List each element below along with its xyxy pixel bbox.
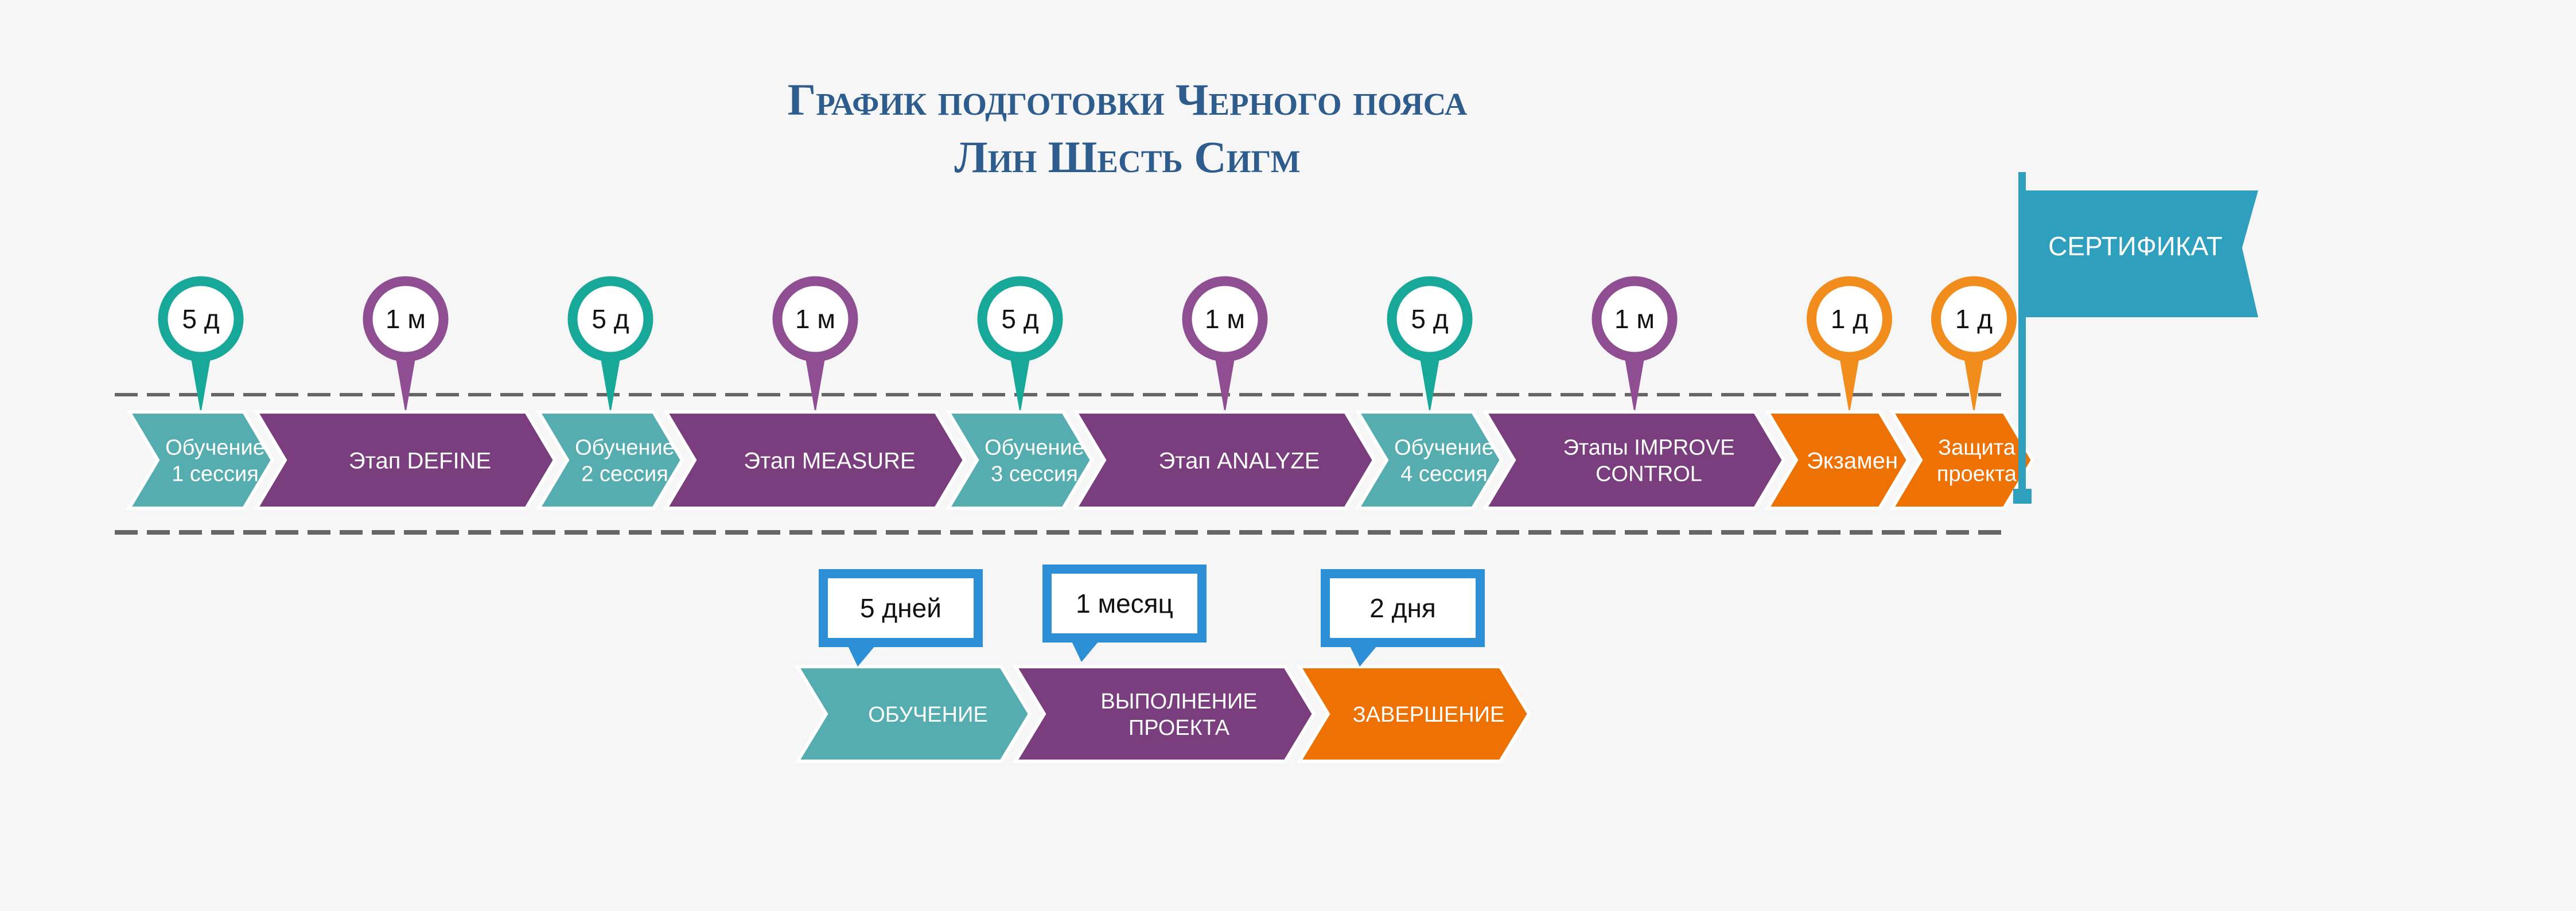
stage-label: Этап ANALYZE — [1159, 448, 1320, 473]
duration-pin: 5 д — [158, 276, 244, 414]
legend-label: ОБУЧЕНИЕ — [868, 703, 988, 727]
legend-chevron — [1012, 665, 1316, 763]
callout-duration-label: 5 дней — [860, 593, 941, 623]
pin-duration-label: 1 м — [1205, 304, 1245, 334]
pin-duration-label: 5 д — [1411, 304, 1448, 334]
chevron-shape — [1355, 410, 1504, 510]
stage-label: 4 сессия — [1400, 462, 1488, 486]
pin-circle — [977, 276, 1063, 362]
duration-pin: 1 м — [363, 276, 449, 414]
legend-label: ЗАВЕРШЕНИЕ — [1353, 703, 1505, 727]
certificate-flag: СЕРТИФИКАТ — [2013, 172, 2258, 504]
stage-label: Этапы IMPROVE — [1563, 436, 1734, 460]
pin-duration-label: 1 м — [795, 304, 835, 334]
callout-duration-label: 2 дня — [1369, 593, 1436, 623]
duration-pin: 1 д — [1807, 276, 1892, 414]
stage-chevron: Этап DEFINE — [253, 410, 557, 510]
pin-circle — [772, 276, 858, 362]
pin-circle — [1182, 276, 1268, 362]
legend-callout: 2 дня — [1321, 569, 1485, 667]
chevron-shape — [253, 410, 557, 510]
legend-label: ПРОЕКТА — [1129, 716, 1230, 740]
chevron-shape — [1482, 410, 1786, 510]
pin-circle — [1387, 276, 1473, 362]
pin-duration-label: 5 д — [1001, 304, 1038, 334]
stage-label: Обучение — [165, 436, 265, 460]
legend-callout: 5 дней — [819, 569, 983, 667]
pin-circle — [363, 276, 449, 362]
pin-duration-label: 5 д — [182, 304, 219, 334]
pin-circle — [158, 276, 244, 362]
chevron-shape — [1764, 410, 1910, 510]
stage-label: Защита — [1938, 436, 2016, 460]
stage-label: Этап MEASURE — [744, 448, 915, 473]
pin-circle — [1807, 276, 1892, 362]
callout-duration-label: 1 месяц — [1076, 589, 1173, 618]
callout-box — [1042, 564, 1207, 643]
stage-label: 1 сессия — [172, 462, 259, 486]
chevron-shape — [663, 410, 967, 510]
legend-label: ВЫПОЛНЕНИЕ — [1100, 690, 1257, 714]
callout-box — [819, 569, 983, 647]
pin-duration-label: 1 д — [1955, 304, 1993, 334]
legend-item: ЗАВЕРШЕНИЕ 2 дня — [1296, 569, 1531, 763]
duration-pin: 1 м — [1182, 276, 1268, 414]
stage-label: Обучение — [985, 436, 1084, 460]
stage-chevron: Этап ANALYZE — [1072, 410, 1376, 510]
stage-label: Экзамен — [1807, 448, 1898, 473]
stage-chevron: Экзамен — [1764, 410, 1910, 510]
stage-chevron: Этап MEASURE — [663, 410, 967, 510]
duration-pin: 5 д — [567, 276, 653, 414]
stage-label: проекта — [1937, 462, 2017, 486]
callout-tail — [1348, 643, 1380, 667]
duration-pin: 5 д — [1387, 276, 1473, 414]
flag-base — [2013, 489, 2032, 504]
duration-pin: 5 д — [977, 276, 1063, 414]
pin-duration-label: 1 м — [1614, 304, 1655, 334]
pin-duration-label: 5 д — [592, 304, 629, 334]
duration-pin: 1 м — [1591, 276, 1678, 414]
duration-pin: 1 м — [772, 276, 858, 414]
stage-label: CONTROL — [1596, 462, 1702, 486]
page-title: График подготовки Черного пояса — [787, 75, 1468, 124]
pin-duration-label: 1 м — [386, 304, 426, 334]
pin-circle — [1591, 276, 1678, 362]
pin-duration-label: 1 д — [1831, 304, 1868, 334]
stage-label: Обучение — [575, 436, 675, 460]
callout-tail — [846, 643, 878, 667]
chevron-shape — [126, 410, 275, 510]
legend-callout: 1 месяц — [1042, 564, 1207, 662]
page-subtitle: Лин Шесть Сигм — [954, 132, 1301, 182]
callout-box — [1321, 569, 1485, 647]
flag-banner — [2022, 190, 2258, 317]
stage-label: 3 сессия — [991, 462, 1078, 486]
stage-label: 2 сессия — [581, 462, 668, 486]
pin-circle — [1931, 276, 2017, 362]
flag-label: СЕРТИФИКАТ — [2048, 231, 2223, 261]
legend-item: ОБУЧЕНИЕ 5 дней — [794, 569, 1032, 763]
legend-chevron — [794, 665, 1032, 763]
chevron-shape — [1072, 410, 1376, 510]
chevron-shape — [535, 410, 684, 510]
duration-pins: 5 д 1 м 5 д 1 м 5 д 1 м 5 д 1 м 1 д 1 д — [158, 276, 2017, 414]
chevron-shape — [1889, 410, 2035, 510]
pin-circle — [567, 276, 653, 362]
duration-pin: 1 д — [1931, 276, 2017, 414]
stage-label: Обучение — [1394, 436, 1494, 460]
callout-tail — [1070, 638, 1102, 662]
legend-chevron — [1296, 665, 1531, 763]
chevron-shape — [945, 410, 1094, 510]
stage-label: Этап DEFINE — [349, 448, 491, 473]
